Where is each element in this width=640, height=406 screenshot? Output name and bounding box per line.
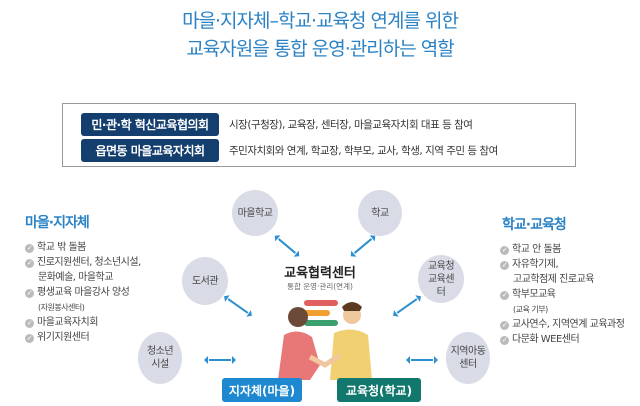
double-arrow-icon [406, 356, 438, 364]
check-icon: ✓ [500, 336, 509, 345]
left-list: ✓학교 밖 돌봄 ✓진로지원센터, 청소년시설, 문화예술, 마을학교 ✓평생교… [25, 240, 141, 345]
council-desc: 주민자치회와 연계, 학교장, 학부모, 교사, 학생, 지역 주민 등 참여 [229, 145, 498, 157]
check-icon: ✓ [25, 334, 34, 343]
check-icon: ✓ [25, 259, 34, 268]
check-icon: ✓ [500, 291, 509, 300]
center-subtitle: 통합 운영·관리(연계) [287, 282, 353, 291]
double-arrow-icon [204, 356, 236, 364]
list-item: (교육 기부) [513, 305, 548, 314]
circle-library: 도서관 [182, 257, 228, 305]
left-list-title: 마을·지자체 [25, 215, 90, 231]
center-label: 교육협력센터 통합 운영·관리(연계) [270, 262, 370, 292]
right-list: ✓학교 안 돌봄 ✓자유학기제, 고교학점제 진로교육 ✓학부모교육 (교육 기… [500, 242, 625, 347]
list-item: ✓다문화 WEE센터 [500, 334, 580, 345]
list-item: ✓자유학기제, [500, 259, 559, 270]
list-item: ✓학교 안 돌봄 [500, 244, 561, 255]
council-desc: 시장(구청장), 교육장, 센터장, 마을교육자치회 대표 등 참여 [229, 119, 473, 131]
center-title: 교육협력센터 [284, 266, 356, 281]
circle-child-center: 지역아동 센터 [446, 332, 490, 384]
council-box: 민·관·학 혁신교육협의회 시장(구청장), 교육장, 센터장, 마을교육자치회… [62, 103, 576, 167]
list-item: ✓학교 밖 돌봄 [25, 242, 86, 253]
list-item: ✓진로지원센터, 청소년시설, [25, 257, 141, 268]
title-line-2: 교육자원을 통합 운영·관리하는 역할 [186, 38, 454, 60]
list-item: 고교학점제 진로교육 [513, 274, 594, 285]
edu-office-button[interactable]: 교육청(학교) [337, 378, 421, 402]
title-line-1: 마을·지자체–학교·교육청 연계를 위한 [182, 10, 459, 32]
list-item: ✓마을교육자치회 [25, 317, 98, 328]
council-badge: 읍면동 마을교육자치회 [81, 139, 219, 162]
council-row: 읍면동 마을교육자치회 주민자치회와 연계, 학교장, 학부모, 교사, 학생,… [81, 139, 498, 162]
double-arrow-icon [353, 238, 373, 254]
list-item: (자원봉사센터) [38, 303, 85, 312]
check-icon: ✓ [25, 319, 34, 328]
check-icon: ✓ [500, 246, 509, 255]
circle-edu-center: 교육청 교육센터 [418, 255, 464, 303]
council-badge: 민·관·학 혁신교육협의회 [81, 113, 219, 136]
check-icon: ✓ [500, 261, 509, 270]
list-item: ✓평생교육 마을강사 양성 [25, 287, 130, 298]
council-row: 민·관·학 혁신교육협의회 시장(구청장), 교육장, 센터장, 마을교육자치회… [81, 113, 473, 136]
check-icon: ✓ [25, 289, 34, 298]
list-item: ✓교사연수, 지역연계 교육과정 [500, 319, 625, 330]
right-list-title: 학교·교육청 [502, 217, 567, 233]
circle-school: 학교 [358, 190, 402, 236]
list-item: ✓위기지원센터 [25, 332, 90, 343]
circle-village-school: 마을학교 [232, 190, 278, 236]
handshake-illustration [278, 300, 372, 380]
circle-youth-facility: 청소년 시설 [138, 332, 182, 384]
list-item: ✓학부모교육 [500, 289, 556, 300]
local-gov-button[interactable]: 지자체(마을) [222, 378, 302, 402]
check-icon: ✓ [500, 321, 509, 330]
double-arrow-icon [277, 238, 297, 254]
check-icon: ✓ [25, 244, 34, 253]
list-item: 문화예술, 마을학교 [38, 272, 113, 283]
double-arrow-icon [227, 298, 249, 314]
